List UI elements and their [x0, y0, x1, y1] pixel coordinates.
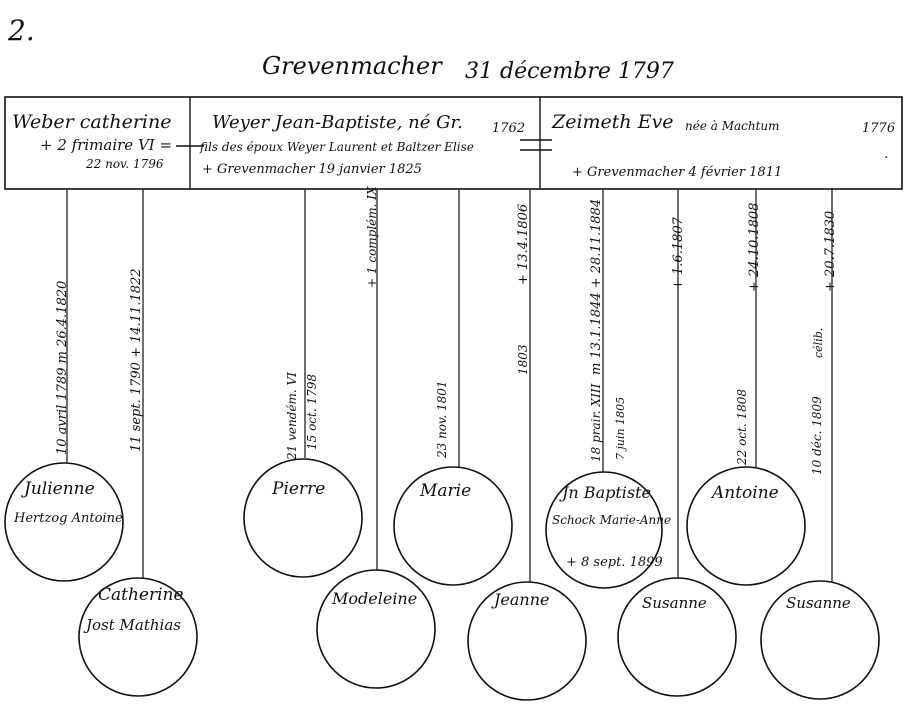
- date-susanne2-c: + 20.7.1830: [823, 211, 838, 292]
- date-pierre-a: 21 vendém. VI: [285, 372, 299, 461]
- date-jb-a: 18 prair. XIII: [589, 383, 603, 462]
- circle-susanne1: [617, 577, 737, 697]
- date-antoine-a: 22 oct. 1808: [735, 389, 749, 466]
- child-name-jb: Jn Baptiste: [559, 483, 651, 502]
- center-spouse-year: 1762: [492, 121, 525, 136]
- right-spouse-dot: .: [884, 146, 888, 162]
- date-jb-c: m 13.1.1844 + 28.11.1884: [589, 199, 604, 375]
- date-susanne1: + 1.6.1807: [671, 216, 686, 290]
- date-pierre-b: 15 oct. 1798: [305, 374, 319, 450]
- circle-modeleine: [316, 569, 436, 689]
- date-susanne2-b: célib.: [812, 328, 825, 358]
- date-modeleine: + 1 complém. IX: [365, 186, 379, 288]
- child-name-marie: Marie: [419, 481, 471, 501]
- page-number: 2.: [7, 14, 35, 47]
- circle-susanne2: [760, 580, 880, 700]
- circle-marie: [393, 466, 513, 586]
- child-name-julienne: Julienne: [21, 479, 95, 499]
- right-spouse-born-at: née à Machtum: [685, 119, 780, 133]
- left-spouse-death: + 2 frimaire VI =: [40, 136, 172, 154]
- child-name-jeanne: Jeanne: [491, 590, 550, 609]
- circle-catherine: [78, 577, 198, 697]
- center-spouse-name: Weyer Jean-Baptiste, né Gr.: [212, 112, 463, 133]
- date-jeanne-b: + 13.4.1806: [516, 204, 531, 285]
- date-susanne2-a: 10 déc. 1809: [810, 396, 824, 475]
- date-julienne: 10 avril 1789 m 26.4.1820: [55, 281, 70, 455]
- date-jb-b: 7 juin 1805: [614, 397, 627, 460]
- child-name-susanne2: Susanne: [786, 594, 851, 612]
- child-name-catherine: Catherine: [98, 585, 184, 605]
- child-circles: [4, 458, 880, 701]
- date-antoine-b: + 24.10.1808: [747, 203, 762, 292]
- circle-pierre: [243, 458, 363, 578]
- right-spouse-year: 1776: [862, 121, 895, 136]
- child-name-antoine: Antoine: [710, 483, 779, 503]
- circle-julienne: [4, 462, 124, 582]
- child-labels: Julienne Hertzog Antoine Catherine Jost …: [13, 479, 851, 634]
- right-spouse-name: Zeimeth Eve: [551, 111, 674, 133]
- title-date: 31 décembre 1797: [465, 59, 674, 84]
- vertical-dates: 10 avril 1789 m 26.4.1820 11 sept. 1790 …: [55, 186, 838, 475]
- circle-antoine: [686, 466, 806, 586]
- date-jeanne-a: 1803: [516, 344, 530, 375]
- center-spouse-death: + Grevenmacher 19 janvier 1825: [202, 162, 422, 177]
- date-marie: 23 nov. 1801: [435, 380, 449, 459]
- date-catherine: 11 sept. 1790 + 14.11.1822: [129, 268, 144, 452]
- child-spouse-julienne: Hertzog Antoine: [13, 511, 123, 526]
- left-spouse-death-greg: 22 nov. 1796: [85, 157, 164, 171]
- child-spouse-catherine: Jost Mathias: [83, 616, 181, 634]
- header-box: [4, 96, 903, 190]
- left-spouse-name: Weber catherine: [12, 111, 171, 133]
- child-lines: [66, 189, 833, 588]
- child-extra-jb: + 8 sept. 1899: [566, 555, 663, 570]
- child-name-susanne1: Susanne: [642, 594, 707, 612]
- title-place: Grevenmacher: [262, 52, 443, 80]
- center-spouse-parents: fils des époux Weyer Laurent et Baltzer …: [199, 140, 474, 154]
- child-name-modeleine: Modeleine: [331, 589, 417, 608]
- child-name-pierre: Pierre: [271, 479, 325, 499]
- circle-jb: [545, 471, 663, 589]
- right-spouse-death: + Grevenmacher 4 février 1811: [572, 165, 782, 180]
- child-spouse-jb: Schock Marie-Anne: [552, 513, 671, 527]
- circle-jeanne: [467, 581, 587, 701]
